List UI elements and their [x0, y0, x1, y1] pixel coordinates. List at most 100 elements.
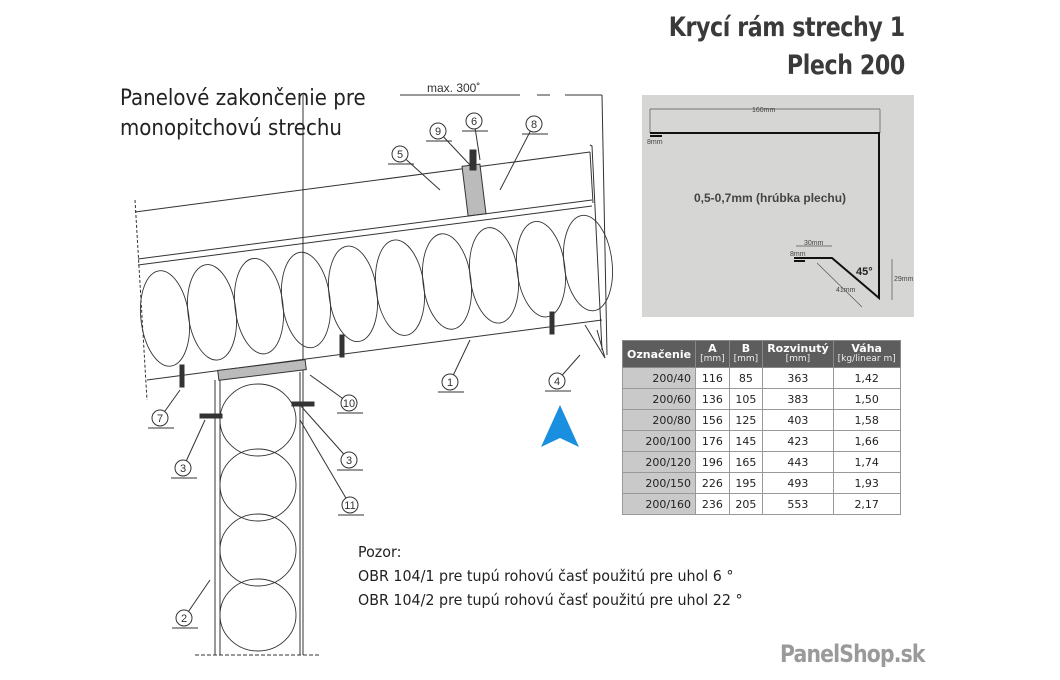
table-cell: 85 [728, 367, 764, 389]
table-cell: 443 [762, 451, 834, 473]
note-line: OBR 104/1 pre tupú rohovú časť použitú p… [358, 567, 734, 585]
table-cell: 1,58 [832, 409, 901, 431]
column-header: B[mm] [728, 340, 764, 368]
callout-circle [441, 373, 459, 391]
table-cell: 105 [728, 388, 764, 410]
callout-circle [341, 496, 359, 514]
callout-number: 11 [344, 500, 355, 512]
callout-number: 8 [531, 119, 537, 131]
callout-number: 9 [435, 126, 441, 138]
table-cell: 200/60 [621, 388, 697, 410]
callout-circle [174, 459, 192, 477]
table-cell: 403 [762, 409, 834, 431]
north-arrow-icon [541, 405, 579, 447]
table-cell: 2,17 [832, 493, 901, 515]
page-subtitle: Plech 200 [787, 50, 905, 81]
callout-number: 5 [397, 149, 403, 161]
hem-dimension-2: 8mm [790, 251, 806, 258]
callout-leader [299, 419, 351, 506]
callout-circle [175, 609, 193, 627]
callout-leader [399, 153, 441, 191]
table-cell: 165 [728, 451, 764, 473]
column-header: Označenie [621, 340, 697, 368]
column-header-label: Váha [851, 342, 882, 355]
table-cell: 493 [762, 472, 834, 494]
column-header: Rozvinutý[mm] [762, 340, 834, 368]
column-header-label: Rozvinutý [767, 342, 829, 355]
callout-number: 3 [346, 455, 352, 467]
table-cell: 116 [695, 367, 730, 389]
table-cell: 1,93 [832, 472, 901, 494]
insulation-loop [328, 245, 378, 343]
table-cell: 236 [695, 493, 730, 515]
callout-circle [465, 112, 483, 130]
column-unit: [mm] [700, 354, 725, 364]
note: Pozor: OBR 104/1 pre tupú rohovú časť po… [358, 540, 743, 612]
table-cell: 205 [728, 493, 764, 515]
column-header: A[mm] [695, 340, 730, 368]
insulation-loop [516, 221, 566, 318]
table-cell: 200/80 [621, 409, 697, 431]
callout-leader [299, 404, 350, 461]
table-cell: 383 [762, 388, 834, 410]
diagram-title-line2: monopitchovú strechu [120, 116, 342, 141]
callout-number: 6 [471, 116, 477, 128]
max-dimension-label: max. 300˚ [427, 81, 480, 95]
insulation-loop [187, 264, 237, 361]
table-cell: 1,66 [832, 430, 901, 452]
lip-dimension: 30mm [804, 240, 824, 247]
profile-drawing: 160mm 8mm 8mm 30mm 41mm 29mm 45° 0,5-0,7… [642, 95, 914, 317]
insulation-loop [422, 233, 472, 330]
insulation-loop [375, 239, 425, 336]
column-unit: [kg/linear m] [837, 354, 896, 364]
column-unit: [mm] [785, 354, 811, 364]
insulation-loop [469, 227, 519, 324]
angle-label: 45° [856, 266, 873, 278]
diagonal-dimension: 41mm [836, 287, 856, 294]
insulation-loop [219, 513, 297, 587]
table-cell: 226 [695, 472, 730, 494]
table-cell: 136 [695, 388, 730, 410]
table-cell: 195 [728, 472, 764, 494]
insulation-loop [563, 214, 613, 312]
callout-number: 1 [447, 377, 453, 389]
table-cell: 363 [762, 367, 834, 389]
callout-leader [182, 419, 206, 469]
table-cell: 125 [728, 409, 764, 431]
table-cell: 1,42 [832, 367, 901, 389]
panelshop-logo[interactable]: PanelShop.sk [780, 640, 925, 668]
table-cell: 423 [762, 430, 834, 452]
diagram-title-line1: Panelové zakončenie pre [120, 86, 366, 111]
insulation-loop [234, 257, 284, 355]
page-title: Krycí rám strechy 1 [669, 12, 905, 43]
callout-number: 4 [554, 376, 560, 388]
callout-circle [151, 409, 169, 427]
table-cell: 156 [695, 409, 730, 431]
callout-circle [340, 451, 358, 469]
callout-circle [525, 115, 543, 133]
callout-number: 7 [157, 413, 163, 425]
thickness-label: 0,5-0,7mm (hrúbka plechu) [694, 191, 847, 205]
callout-number: 3 [180, 463, 186, 475]
table-cell: 145 [728, 430, 764, 452]
table-cell: 200/100 [621, 430, 697, 452]
callout-circle [340, 394, 358, 412]
callout-number: 2 [181, 613, 187, 625]
roof-panel-diagram: 9 6 8 5 1 4 10 7 3 3 11 2 max. 300˚ [134, 81, 613, 656]
callout-number: 10 [343, 398, 355, 410]
table-cell: 200/160 [621, 493, 697, 515]
column-header-label: Označenie [627, 347, 692, 361]
table-cell: 1,50 [832, 388, 901, 410]
callout-circle [429, 122, 447, 140]
column-header-label: B [741, 342, 751, 355]
table-cell: 1,74 [832, 451, 901, 473]
note-line: OBR 104/2 pre tupú rohovú časť použitú p… [358, 591, 743, 609]
